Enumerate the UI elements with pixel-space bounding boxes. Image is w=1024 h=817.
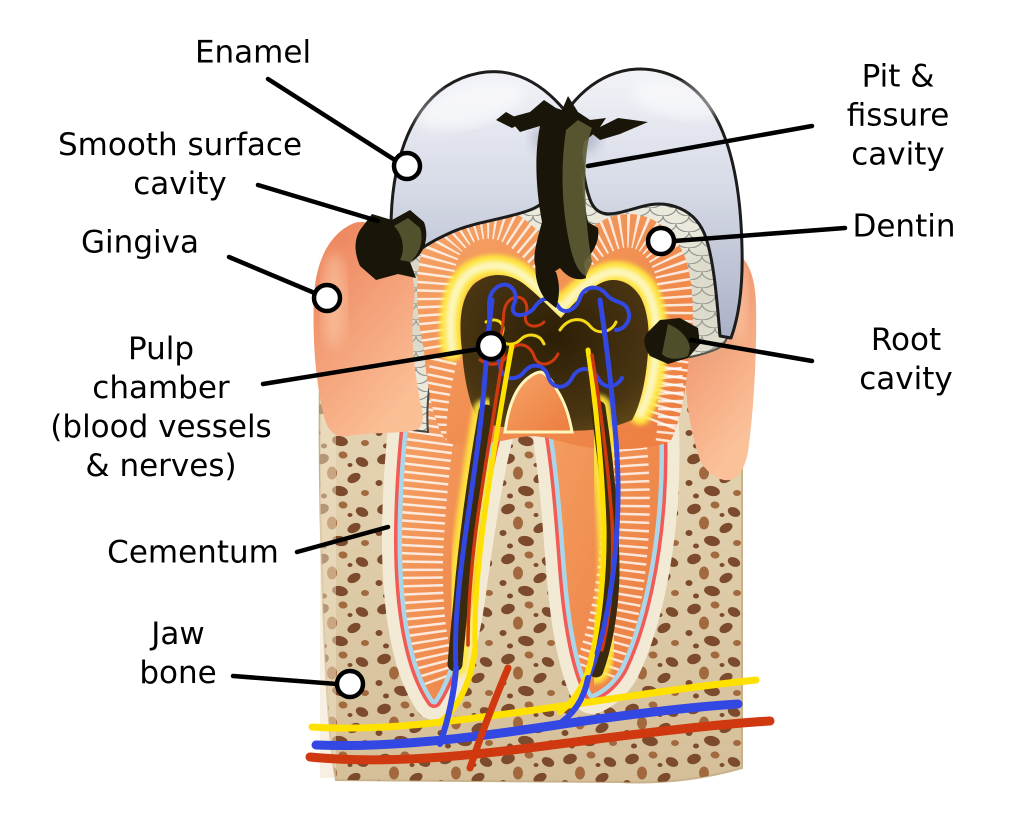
label-marker-pulp <box>475 330 507 362</box>
label-enamel: Enamel <box>194 34 312 71</box>
leader-line-enamel <box>265 76 401 165</box>
leader-line-pit-fissure <box>585 123 815 169</box>
pit-fissure-cavity-shape <box>496 96 648 308</box>
label-marker-dentin <box>645 225 677 257</box>
label-marker-jaw-bone <box>334 668 366 700</box>
root-cavity-shape <box>644 318 700 364</box>
label-smooth-surface-cavity: Smooth surface cavity <box>57 126 303 202</box>
leader-line-jaw-bone <box>230 673 340 687</box>
label-dentin: Dentin <box>852 208 956 245</box>
cavities <box>355 96 700 364</box>
label-pulp-chamber: Pulp chamber (blood vessels & nerves) <box>50 330 272 485</box>
label-marker-enamel <box>391 150 423 182</box>
leader-line-pulp <box>260 346 482 387</box>
label-jaw-bone: Jaw bone <box>139 615 217 691</box>
label-cementum: Cementum <box>107 534 279 571</box>
jaw-vessels <box>305 647 775 772</box>
label-gingiva: Gingiva <box>81 224 199 261</box>
smooth-surface-cavity-shape <box>355 210 427 280</box>
vein-line <box>311 699 743 751</box>
artery-line <box>305 716 775 765</box>
leader-lines <box>226 76 848 700</box>
label-marker-gingiva <box>311 282 343 314</box>
leader-line-gingiva <box>226 254 320 297</box>
nerve-line <box>308 676 760 732</box>
label-pit-fissure-cavity: Pit & fissure cavity <box>846 58 950 173</box>
leader-line-cementum <box>294 524 391 555</box>
leader-line-dentin <box>671 225 848 244</box>
label-root-cavity: Root cavity <box>859 321 953 397</box>
leader-line-smooth-cavity <box>255 182 381 224</box>
leader-line-root-cavity <box>688 337 815 364</box>
